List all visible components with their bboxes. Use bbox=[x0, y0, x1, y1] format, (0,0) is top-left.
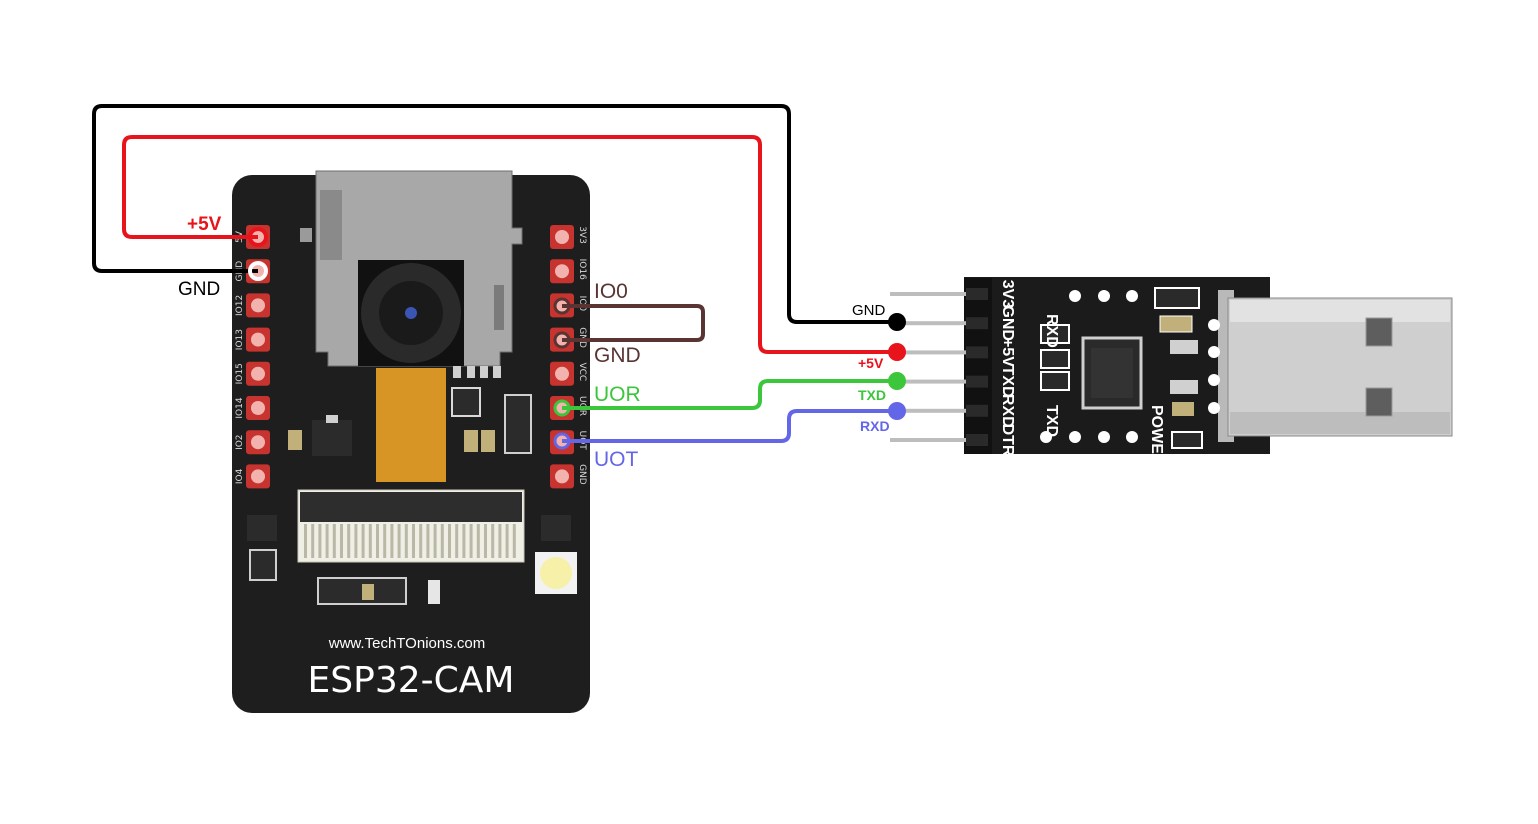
esp-pin-left-io4-7 bbox=[246, 464, 270, 489]
adapter-pin-label-3v3: 3V3 bbox=[999, 280, 1016, 309]
power-wire bbox=[122, 135, 897, 354]
adapter-pin-leg bbox=[890, 321, 978, 326]
adapter-pin-label-txd: TXD bbox=[999, 366, 1016, 398]
esp-pin-label: IO13 bbox=[235, 329, 245, 350]
camera-module bbox=[358, 260, 464, 482]
adapter-pin-leg bbox=[890, 379, 978, 384]
esp-pin-left-io14-5 bbox=[246, 396, 270, 420]
io0-gnd-jumper-wire bbox=[562, 304, 705, 342]
adapter-gnd-label: GND bbox=[852, 302, 886, 319]
smd-components bbox=[247, 366, 577, 605]
esp-pin-right-vcc-4 bbox=[550, 361, 574, 386]
adapter-pin-leg bbox=[890, 292, 978, 296]
adapter-pin-leg bbox=[890, 408, 978, 413]
esp-pin-left-io12-2 bbox=[246, 293, 270, 318]
adapter-gnd-connection-dot bbox=[888, 313, 906, 331]
io0-label: IO0 bbox=[594, 280, 628, 303]
uor-label: UOR bbox=[594, 383, 641, 406]
fpc-connector bbox=[297, 489, 525, 563]
esp-uor-connection-dot bbox=[553, 399, 571, 417]
adapter-components bbox=[1040, 287, 1220, 449]
wire-endpoints bbox=[248, 227, 906, 450]
adapter-pin-leg bbox=[890, 438, 978, 442]
esp-5v-connection-dot bbox=[248, 227, 268, 247]
wires bbox=[92, 104, 897, 443]
adapter-pin-header bbox=[964, 278, 992, 454]
gnd-wire bbox=[92, 104, 897, 324]
esp-io0-connection-dot bbox=[553, 297, 571, 315]
camera-sensor-icon bbox=[405, 307, 417, 319]
esp-pin-label: VCC bbox=[577, 362, 587, 381]
esp-pin-label: IO15 bbox=[235, 363, 245, 384]
adapter-rxd-label: RXD bbox=[860, 418, 890, 434]
esp-pin-label: IO4 bbox=[235, 468, 245, 484]
esp-pin-right-gnd-7 bbox=[550, 464, 574, 489]
esp-pin-left-io2-6 bbox=[246, 430, 270, 455]
website-text: www.TechTOnions.com bbox=[328, 635, 485, 652]
esp-5v-label: +5V bbox=[187, 214, 222, 235]
adapter-silk-power: POWER bbox=[1148, 405, 1165, 466]
esp-gnd-connection-dot bbox=[248, 261, 268, 281]
esp-uot-connection-dot bbox=[553, 432, 571, 450]
esp-pin-left-io13-3 bbox=[246, 327, 270, 352]
adapter-txd-label: TXD bbox=[858, 387, 886, 403]
esp-pin-label: IO12 bbox=[235, 295, 245, 316]
esp-pin-left-io15-4 bbox=[246, 361, 270, 386]
esp-pin-right-3v3-0 bbox=[550, 225, 574, 249]
adapter-pin-label-gnd: GND bbox=[999, 305, 1016, 341]
tx-wire bbox=[562, 379, 897, 410]
esp-pin-right-io16-1 bbox=[550, 259, 574, 284]
esp-pin-label: IO2 bbox=[235, 434, 245, 449]
fpc-teeth bbox=[304, 524, 516, 558]
uot-label: UOT bbox=[594, 448, 639, 471]
adapter-rxd-connection-dot bbox=[888, 402, 906, 420]
adapter-5v-connection-dot bbox=[888, 343, 906, 361]
adapter-txd-connection-dot bbox=[888, 372, 906, 390]
adapter-silk-rxd: RXD bbox=[1043, 314, 1060, 348]
wire-labels: +5V GND IO0 GND UOR UOT GND +5V TXD RXD bbox=[178, 214, 890, 471]
adapter-pin-leg bbox=[890, 350, 978, 355]
adapter-pin-label-rxd: RXD bbox=[999, 394, 1016, 428]
esp-gnd-label: GND bbox=[178, 279, 220, 300]
adapter-pin-label-dtr: DTR bbox=[999, 424, 1016, 457]
camera-ribbon-cable bbox=[376, 368, 446, 482]
adapter-silk-txd: TXD bbox=[1043, 405, 1060, 437]
adapter-5v-label: +5V bbox=[858, 355, 884, 371]
esp-pin-label: IO0 bbox=[577, 296, 587, 312]
rx-wire bbox=[562, 409, 897, 443]
usb-a-plug bbox=[1218, 290, 1453, 442]
esp-pin-label: 3V3 bbox=[577, 226, 587, 244]
adapter-pin-label--5v: +5V bbox=[999, 338, 1016, 367]
esp-pin-label: GND bbox=[577, 327, 587, 348]
esp-gnd2-connection-dot bbox=[553, 331, 571, 349]
esp-pin-label: GND bbox=[577, 464, 587, 485]
io0-gnd-label: GND bbox=[594, 344, 641, 367]
esp-pin-label: IO14 bbox=[235, 397, 245, 418]
esp-pin-label: IO16 bbox=[577, 259, 587, 280]
board-name: ESP32-CAM bbox=[308, 660, 515, 701]
